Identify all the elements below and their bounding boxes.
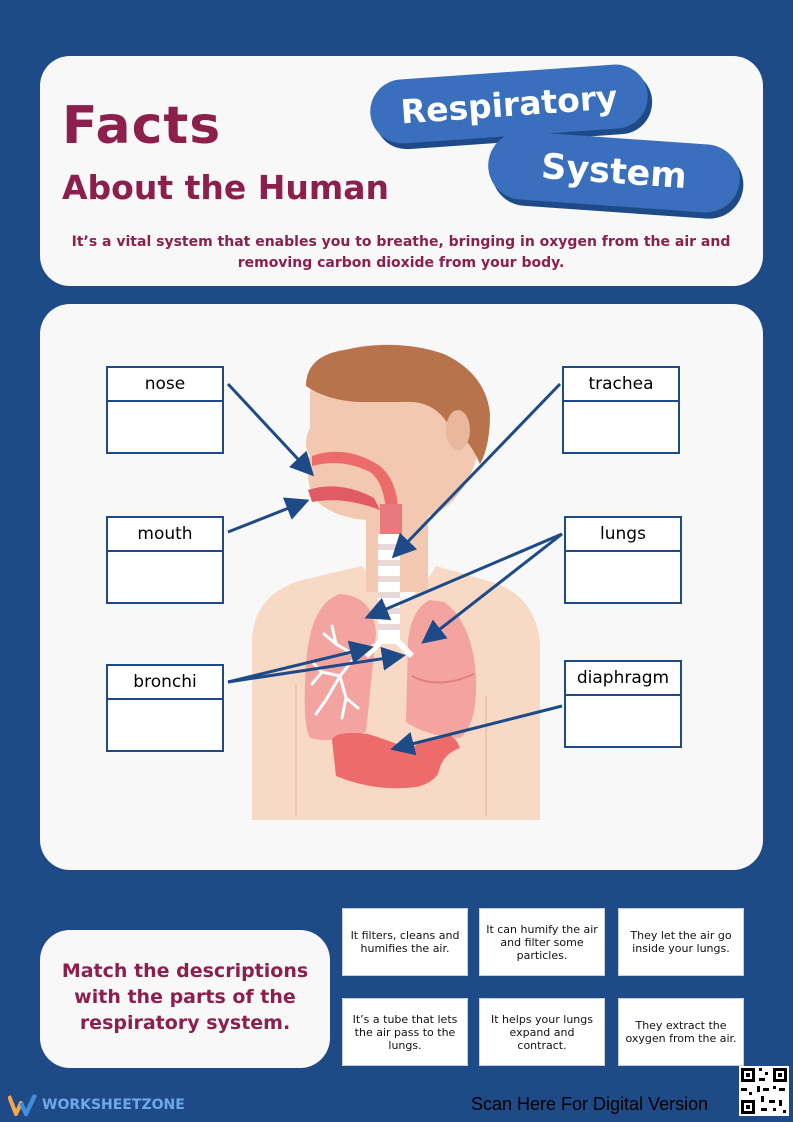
arrow-bronchi-1: [227, 640, 374, 684]
label-box-bronchi[interactable]: bronchi: [106, 664, 224, 752]
diaphragm-shape: [332, 732, 460, 789]
worksheetzone-logo[interactable]: WORKSHEETZONE: [8, 1093, 185, 1117]
title-about-the-human: About the Human: [62, 168, 389, 207]
arrow-bronchi-2: [227, 646, 406, 684]
hair-shape: [306, 344, 490, 464]
diagram-card: nose mouth bronchi trachea lungs diaphra…: [40, 304, 763, 870]
answer-field-bronchi[interactable]: [108, 700, 222, 752]
mouth-cavity-shape: [308, 486, 380, 510]
qr-code-icon[interactable]: [739, 1066, 789, 1116]
arrow-trachea: [391, 382, 562, 559]
instruction-card: Match the descriptions with the parts of…: [40, 930, 330, 1068]
label-bronchi: bronchi: [108, 666, 222, 700]
label-box-trachea[interactable]: trachea: [562, 366, 680, 454]
arrow-lungs-1: [364, 532, 563, 620]
answer-field-mouth[interactable]: [108, 552, 222, 604]
label-lungs: lungs: [566, 518, 680, 552]
logo-text: WORKSHEETZONE: [42, 1097, 185, 1113]
label-box-lungs[interactable]: lungs: [564, 516, 682, 604]
answer-field-nose[interactable]: [108, 402, 222, 454]
subtitle: It’s a vital system that enables you to …: [71, 234, 731, 271]
label-box-diaphragm[interactable]: diaphragm: [564, 660, 682, 748]
body-illustration: [252, 344, 540, 820]
title-facts: Facts: [62, 96, 222, 156]
ear-shape: [446, 410, 470, 450]
respiratory-diagram: [226, 344, 563, 820]
answer-field-diaphragm[interactable]: [566, 696, 680, 748]
description-card[interactable]: It’s a tube that lets the air pass to th…: [342, 998, 468, 1066]
instruction-text: Match the descriptions with the parts of…: [61, 960, 309, 1034]
w-logo-icon: [8, 1094, 37, 1116]
trachea-shape: [378, 534, 400, 644]
label-diaphragm: diaphragm: [566, 662, 680, 696]
arrow-lungs-2: [421, 532, 563, 644]
arrow-mouth: [227, 497, 310, 534]
pointer-arrows: [226, 382, 563, 756]
description-card[interactable]: It filters, cleans and humifies the air.: [342, 908, 468, 976]
label-box-nose[interactable]: nose: [106, 366, 224, 454]
answer-field-lungs[interactable]: [566, 552, 680, 604]
scan-instruction: Scan Here For Digital Version: [471, 1094, 709, 1114]
arrow-diaphragm: [390, 704, 563, 756]
arrow-nose: [226, 382, 315, 477]
label-mouth: mouth: [108, 518, 222, 552]
header-card: Facts About the Human Respiratory System…: [40, 56, 763, 286]
answer-field-trachea[interactable]: [564, 402, 678, 454]
description-card[interactable]: They extract the oxygen from the air.: [618, 998, 744, 1066]
description-card[interactable]: They let the air go inside your lungs.: [618, 908, 744, 976]
label-trachea: trachea: [564, 368, 678, 402]
label-box-mouth[interactable]: mouth: [106, 516, 224, 604]
nasal-passage-shape: [312, 451, 398, 512]
description-card[interactable]: It helps your lungs expand and contract.: [479, 998, 605, 1066]
label-nose: nose: [108, 368, 222, 402]
description-card[interactable]: It can humify the air and filter some pa…: [479, 908, 605, 976]
title-pill-system: System: [485, 129, 743, 215]
